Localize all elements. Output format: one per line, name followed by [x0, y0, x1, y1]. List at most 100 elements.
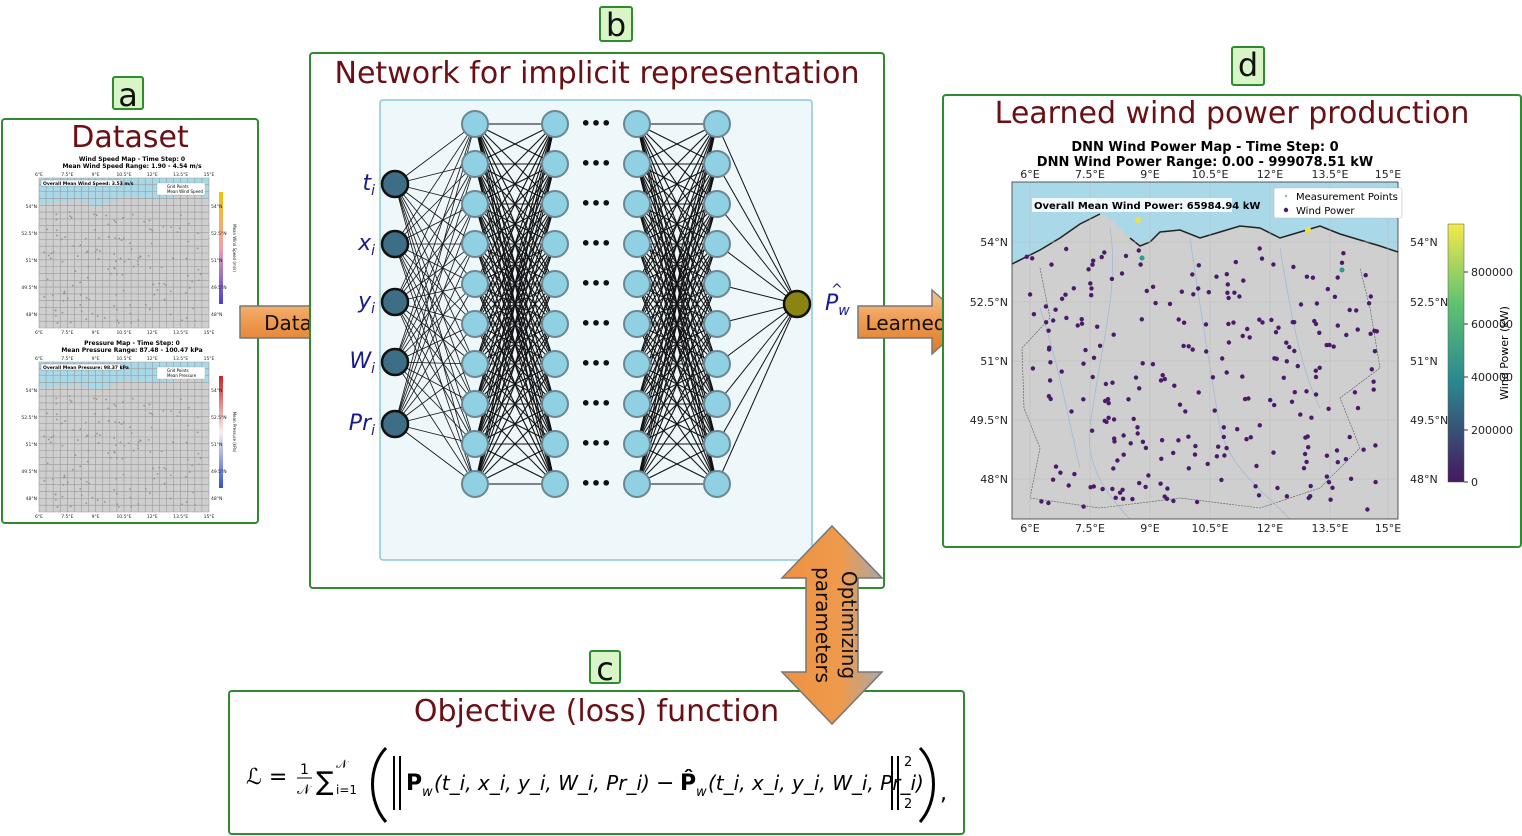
wind-power-point — [1291, 264, 1296, 270]
tick-y-right: 52.5°N — [211, 415, 227, 421]
wind-power-point — [1081, 504, 1086, 509]
wind-power-point — [1235, 427, 1240, 432]
wind-power-point — [1144, 288, 1149, 294]
pressure-map: Pressure Map - Time Step: 0 Mean Pressur… — [17, 340, 247, 520]
tick-y-left: 52.5°N — [21, 231, 37, 237]
wind-power-point — [1194, 499, 1200, 505]
tick-y-left: 54°N — [26, 388, 37, 394]
optimizing-arrow: Optimizing parameters — [780, 524, 884, 726]
wind-power-point — [1079, 321, 1085, 326]
wind-power-point — [1327, 342, 1332, 348]
tick-x-bottom: 15°E — [204, 330, 215, 336]
colorbar-label: Wind Power (kW) — [1498, 306, 1511, 400]
label-d: d — [1231, 46, 1265, 86]
hidden-node — [623, 310, 651, 338]
wind-power-point — [1328, 497, 1333, 502]
wind-power-point — [1181, 320, 1187, 325]
hidden-node — [623, 270, 651, 298]
map-tick-x-top: 7.5°E — [1075, 168, 1105, 181]
tick-x-bottom: 13.5°E — [173, 330, 188, 336]
wind-power-point — [1224, 445, 1229, 451]
wind-power-point — [1181, 343, 1186, 349]
input-label: ti — [362, 171, 375, 199]
map-tick-x-top: 12°E — [1257, 168, 1283, 181]
wind-power-point — [1069, 409, 1074, 414]
wind-power-point — [1355, 405, 1361, 411]
wind-power-point — [1091, 258, 1096, 263]
tick-y-left: 52.5°N — [21, 415, 37, 421]
svg-text:2: 2 — [904, 797, 912, 812]
hidden-node — [461, 150, 489, 178]
wind-power-point — [1369, 367, 1374, 372]
wind-power-point — [1203, 322, 1209, 327]
ellipsis: ••• — [581, 234, 612, 253]
wind-power-point — [1326, 406, 1331, 411]
wind-power-point — [1102, 250, 1107, 255]
wind-power-point — [1030, 256, 1035, 261]
map-tick-y-right: 48°N — [1410, 473, 1438, 486]
wind-power-point — [1112, 436, 1117, 441]
wind-power-colorbar — [1447, 223, 1465, 483]
wind-power-point — [1030, 366, 1036, 371]
wind-speed-map-subtitle: Mean Wind Speed Range: 1.90 - 4.54 m/s — [62, 163, 202, 170]
wind-power-point — [1140, 361, 1145, 366]
hidden-node — [703, 390, 731, 418]
wind-power-point — [1081, 397, 1086, 402]
wind-power-point — [1176, 438, 1181, 443]
wind-power-point — [1046, 500, 1051, 506]
hidden-node — [541, 430, 569, 458]
tick-y-right: 54°N — [211, 388, 222, 394]
output-node — [782, 289, 812, 319]
svg-text:2: 2 — [904, 755, 912, 770]
map-tick-y-right: 52.5°N — [1410, 296, 1448, 309]
wind-power-point — [1313, 368, 1318, 373]
wind-power-point — [1119, 271, 1125, 276]
wind-power-map-title: DNN Wind Power Map - Time Step: 0 — [1071, 140, 1339, 155]
tick-x-bottom: 7.5°E — [61, 330, 73, 336]
wind-power-point — [1324, 474, 1330, 479]
wind-power-point — [1111, 332, 1116, 337]
legend-wind-power: Wind Power — [1296, 206, 1355, 217]
hidden-node — [461, 270, 489, 298]
tick-x-top: 10.5°E — [116, 356, 131, 362]
wind-power-point — [1373, 479, 1378, 485]
wind-power-point — [1237, 294, 1242, 299]
tick-x-bottom: 9°E — [92, 514, 100, 520]
wind-power-point — [1260, 320, 1265, 325]
wind-power-point — [1050, 477, 1056, 482]
input-node — [380, 229, 410, 259]
wind-power-point — [1140, 439, 1146, 444]
wind-power-point — [1204, 349, 1209, 354]
wind-power-point — [1164, 496, 1170, 501]
tick-x-top: 15°E — [204, 356, 215, 362]
svg-text:Data: Data — [264, 311, 312, 335]
tick-y-left: 51°N — [26, 442, 37, 448]
wind-power-point — [1254, 463, 1259, 469]
wind-power-point — [1305, 434, 1310, 439]
wind-power-point — [1268, 397, 1273, 403]
svg-text:P̂: P̂ — [680, 770, 696, 796]
wind-power-point — [1043, 320, 1049, 325]
wind-power-point — [1095, 324, 1100, 329]
wind-power-point — [1135, 431, 1140, 436]
wind-power-point — [1272, 402, 1277, 408]
wind-power-point — [1072, 471, 1077, 477]
wind-power-point — [1079, 317, 1084, 322]
input-node — [380, 169, 410, 199]
hidden-node — [623, 190, 651, 218]
ellipsis: ••• — [581, 114, 612, 133]
hidden-node — [703, 270, 731, 298]
wind-power-point — [1027, 292, 1033, 297]
wind-power-point — [1214, 454, 1220, 459]
wind-power-point — [1366, 301, 1372, 306]
wind-power-point — [1121, 433, 1126, 438]
wind-power-point — [1031, 312, 1037, 317]
wind-power-point — [1075, 323, 1080, 328]
wind-power-point — [1146, 473, 1151, 478]
wind-power-point — [1325, 286, 1330, 292]
wind-power-point — [1130, 496, 1135, 502]
colorbar-tick: 400000 — [1471, 371, 1513, 384]
wind-power-point — [1097, 343, 1103, 348]
tick-x-bottom: 6°E — [35, 330, 43, 336]
legend-measurement-points: Measurement Points — [1296, 192, 1398, 203]
